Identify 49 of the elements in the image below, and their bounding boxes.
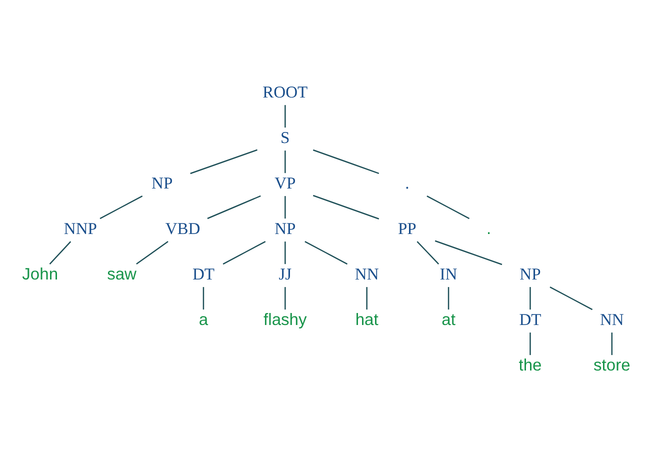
node-text: JJ [278, 264, 292, 284]
node-text: NN [354, 264, 379, 284]
connector [190, 149, 258, 174]
node-text: NN [600, 310, 624, 329]
connector [202, 287, 204, 310]
node-text: NNP [64, 218, 97, 238]
connector [136, 241, 168, 265]
node-text: a [198, 310, 208, 329]
node-text: . [486, 218, 492, 238]
connector [304, 241, 348, 265]
connector [284, 287, 286, 310]
connector [611, 332, 613, 356]
node-text: John [22, 264, 58, 284]
node-text: the [518, 355, 542, 374]
connector [312, 194, 380, 220]
node-text: PP [398, 218, 416, 238]
node-text: NP [274, 218, 296, 238]
connector [284, 242, 286, 264]
connector [312, 149, 380, 174]
connector [49, 241, 72, 264]
node-text: VBD [165, 218, 200, 238]
node-text: IN [440, 264, 458, 284]
node-text: DT [192, 264, 214, 284]
connector [530, 332, 531, 356]
connector [550, 286, 593, 310]
node-text: ROOT [262, 82, 308, 102]
connector [284, 196, 286, 219]
node-text: flashy [264, 310, 307, 329]
node-text: . [405, 173, 410, 192]
connector [366, 287, 368, 310]
node-text: VP [274, 173, 296, 192]
connector [416, 241, 440, 264]
connector [284, 105, 286, 128]
connector [100, 196, 143, 220]
node-text: hat [355, 310, 378, 329]
node-text: saw [107, 264, 136, 284]
connector [222, 241, 266, 265]
connector [530, 287, 531, 310]
connector [434, 240, 502, 266]
node-text: at [442, 310, 456, 329]
connector [426, 196, 470, 220]
node-text: store [594, 355, 630, 374]
node-text: DT [519, 310, 542, 329]
connector [448, 287, 450, 310]
node-text: NP [520, 264, 541, 284]
connector [284, 150, 286, 174]
node-text: NP [152, 173, 173, 192]
node-text: S [280, 128, 290, 147]
connector [207, 195, 261, 220]
